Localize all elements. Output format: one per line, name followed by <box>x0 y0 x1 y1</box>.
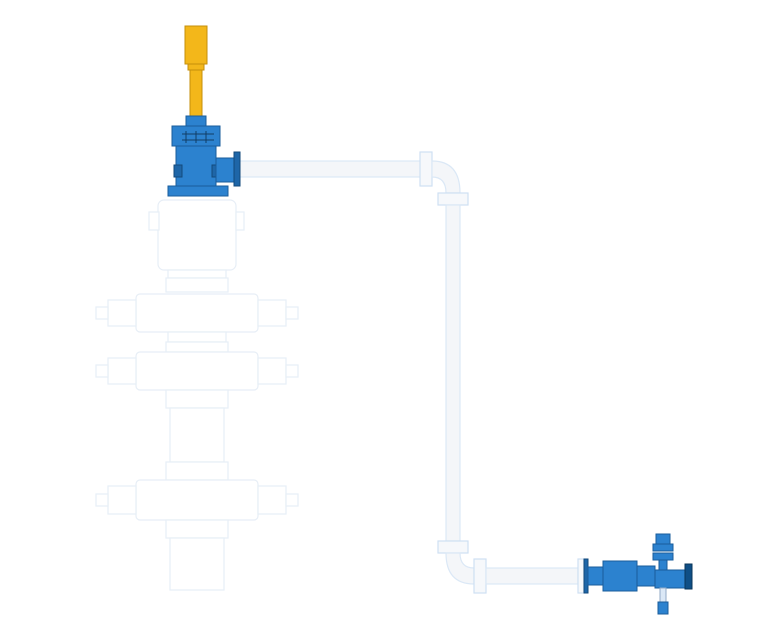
top-valve-outlet-flange <box>233 151 241 187</box>
pipe-top-flange <box>419 151 433 187</box>
wellhead-upper-left-port <box>148 211 160 231</box>
spool-1 <box>167 269 227 279</box>
spool-block-1 <box>135 293 259 333</box>
choke-drain-cap <box>657 601 669 615</box>
spool-3 <box>167 331 227 343</box>
choke-top-ring-1 <box>652 543 674 552</box>
wellhead-upper-body <box>157 199 237 271</box>
actuator-collar <box>187 63 205 71</box>
spool-block-2-left-cap <box>95 364 109 378</box>
pipe-lower-flange <box>437 540 469 554</box>
top-valve-base <box>167 185 229 197</box>
blue-top-valve <box>167 115 241 197</box>
spool-block-2 <box>135 351 259 391</box>
actuator-stem <box>189 69 203 117</box>
pipe-vertical-run <box>445 204 461 542</box>
spool-block-1-right-cap <box>285 306 299 320</box>
wellhead-base <box>169 537 225 591</box>
yellow-actuator <box>184 25 208 117</box>
spool-5 <box>165 389 229 409</box>
choke-top-ring-2 <box>652 552 674 561</box>
spool-block-3-right-cap <box>285 493 299 507</box>
spool-block-1-left-arm <box>107 299 137 327</box>
choke-inlet-stub <box>587 566 605 586</box>
choke-main-body <box>602 560 638 592</box>
spool-block-2-right-cap <box>285 364 299 378</box>
choke-top-cap <box>655 533 671 545</box>
choke-top-stem <box>658 559 668 571</box>
spool-7 <box>165 519 229 539</box>
top-valve-neck <box>185 115 207 127</box>
choke-outlet-flange <box>684 563 693 590</box>
spool-block-1-right-arm <box>257 299 287 327</box>
wellhead-stack <box>95 199 299 591</box>
blue-choke-valve <box>583 533 693 615</box>
spool-block-3 <box>135 479 259 521</box>
choke-inlet-flange <box>583 558 589 594</box>
pipe-bottom-run <box>485 567 579 585</box>
spool-block-3-left-cap <box>95 493 109 507</box>
spool-4 <box>165 341 229 353</box>
pipe-end-flange <box>577 558 585 594</box>
spool-6 <box>165 461 229 481</box>
choke-outlet-body <box>654 569 686 589</box>
choke-mid-body <box>636 565 656 587</box>
spool-column-1 <box>169 407 225 463</box>
spool-block-3-right-arm <box>257 485 287 515</box>
spool-block-2-right-arm <box>257 357 287 385</box>
pipe-elbow-flange <box>437 192 469 206</box>
spool-block-2-left-arm <box>107 357 137 385</box>
spool-block-1-left-cap <box>95 306 109 320</box>
choke-drain-stem <box>659 587 667 603</box>
actuator-head <box>184 25 208 65</box>
wellhead-upper-right-port <box>235 211 245 231</box>
top-valve-left-port <box>173 164 183 178</box>
spool-2 <box>165 277 229 293</box>
pipe-top-run <box>237 160 425 178</box>
pipe-bottom-flange <box>473 558 487 594</box>
pipe-bottom-elbow <box>445 552 475 585</box>
top-valve-outlet-stub <box>215 157 235 183</box>
flowline-pipe <box>237 151 585 594</box>
spool-block-3-left-arm <box>107 485 137 515</box>
pipe-top-elbow <box>431 160 461 194</box>
